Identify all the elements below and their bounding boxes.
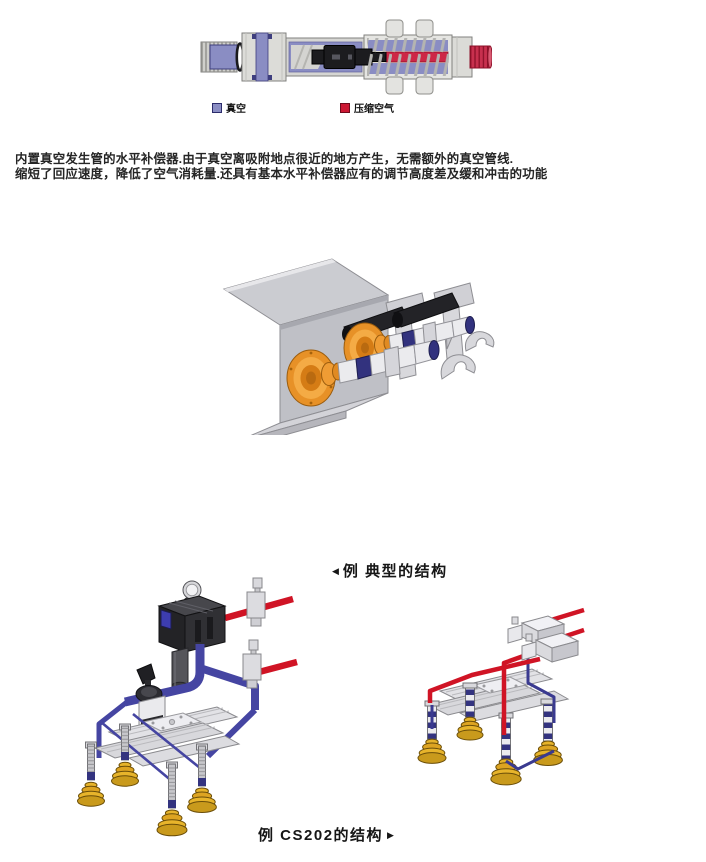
legend-item-vacuum: 真空 <box>212 100 246 115</box>
description-line-1: 内置真空发生管的水平补偿器.由于真空离吸附地点很近的地方产生，无需额外的真空管线… <box>15 152 514 166</box>
caption-typical-structure: ◀例 典型的结构 <box>328 560 448 581</box>
compensator-cross-section-diagram <box>200 19 492 95</box>
caption-cs202-structure: 例 CS202的结构▶ <box>258 824 398 845</box>
right-arrow-icon: ▶ <box>387 829 394 840</box>
caption-typical-label: 例 典型的结构 <box>342 563 448 580</box>
compressed-air-label: 压缩空气 <box>354 104 394 115</box>
vacuum-swatch <box>212 102 222 113</box>
description-text: 内置真空发生管的水平补偿器.由于真空离吸附地点很近的地方产生，无需额外的真空管线… <box>15 152 600 182</box>
left-arrow-icon: ◀ <box>332 565 339 576</box>
compressed-air-swatch <box>340 102 350 113</box>
description-line-2: 缩短了回应速度，降低了空气消耗量.还具有基本水平补偿器应有的调节高度差及缓和冲击… <box>15 166 548 181</box>
cs202-illustration-left <box>77 577 298 837</box>
vacuum-label: 真空 <box>226 104 246 115</box>
caption-cs202-label: 例 CS202的结构 <box>258 827 384 844</box>
legend-item-compressed-air: 压缩空气 <box>340 100 394 115</box>
typical-structure-illustration <box>222 258 495 435</box>
cs202-illustration-right <box>417 607 585 786</box>
